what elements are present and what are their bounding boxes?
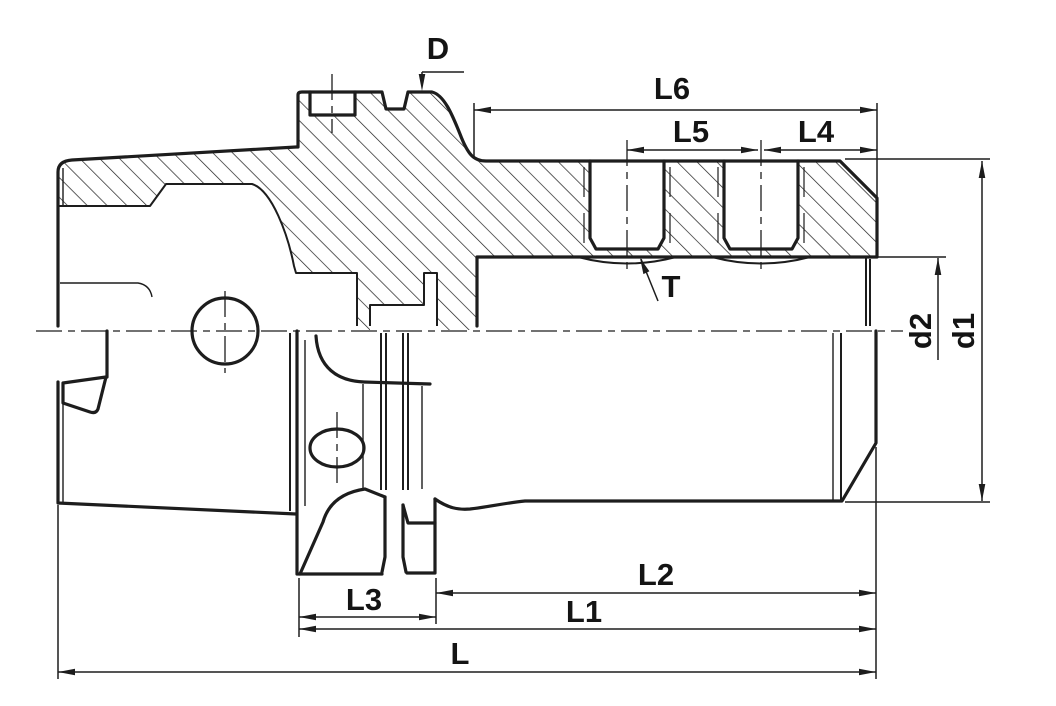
arrowhead [299,625,316,633]
flange-upper-scoop [314,334,432,386]
arrowhead [978,484,986,501]
dimensions: D L6 L5 L4 T [57,31,990,679]
arrowhead [764,146,781,154]
dimension-L2-label: L2 [638,557,674,592]
arrowhead [859,625,876,633]
dimension-D-label: D [427,31,449,66]
dimension-L5: L5 [627,114,758,154]
arrowhead [859,668,876,676]
arrowhead [58,668,75,676]
flange-bottom-right [405,497,437,575]
arrowhead [859,589,876,597]
dimension-L1-label: L1 [566,594,602,629]
dimension-L3-label: L3 [346,582,382,617]
dimension-T-label: T [662,269,681,304]
dimension-D: D [418,31,464,91]
body-bottom-edge [433,329,878,511]
dimension-d1: d1 [946,161,986,501]
hollow-bore-contour [58,183,358,326]
dimension-L5-label: L5 [673,114,709,149]
part-outline-lower [56,296,878,576]
drive-slot-notch [61,375,108,415]
gripper-groove-step [401,503,437,525]
arrowhead [978,161,986,178]
flange-face-left [295,329,384,576]
dimension-d2-label: d2 [903,313,938,349]
clamp-groove-edge [60,282,153,298]
dimension-L4-label: L4 [798,114,835,149]
gripper-groove-right [401,503,408,574]
dimension-L1: L1 [299,594,876,633]
flange-relief-scoop [298,487,387,576]
dimension-L: L [58,636,876,676]
arrowhead [299,613,316,621]
arrowhead [418,74,426,91]
arrowhead [474,106,491,114]
centerlines [36,74,903,485]
dimension-L3: L3 [299,582,436,621]
shank-lower-outline [56,380,298,516]
arrowhead [934,258,942,275]
dimension-d2: d2 [903,258,942,360]
arrowhead [419,613,436,621]
gripper-groove-left [380,495,387,574]
dimension-L6-label: L6 [654,71,690,106]
dimension-L-label: L [451,636,470,671]
drive-key-slot [308,90,357,117]
dimension-L2: L2 [436,557,876,597]
arrowhead [860,146,877,154]
arrowhead [640,258,650,275]
dimension-d1-label: d1 [946,313,981,349]
arrowhead [436,589,453,597]
arrowhead [741,146,758,154]
dimension-L4: L4 [764,114,877,154]
coolant-channel-contour [369,272,438,326]
dimension-L6: L6 [474,71,877,114]
arrowhead [860,106,877,114]
dimension-T: T [640,258,681,304]
hatched-section [58,92,877,330]
arrowhead [627,146,644,154]
